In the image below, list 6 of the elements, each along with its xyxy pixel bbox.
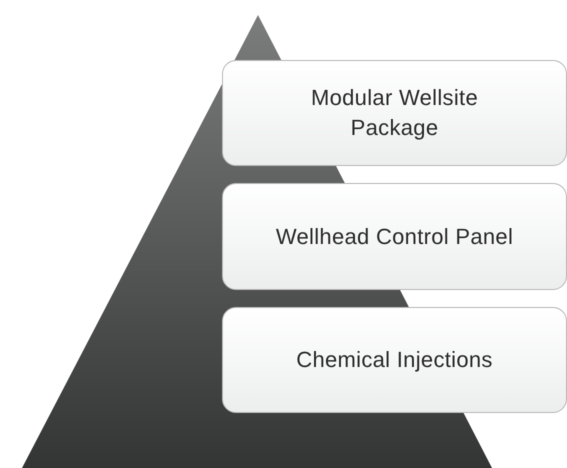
tier-box xyxy=(222,60,567,166)
tier-label: Chemical Injections xyxy=(296,346,493,374)
tier-box xyxy=(222,183,567,290)
tier-box xyxy=(222,307,567,413)
tier-label: Modular Wellsite Package xyxy=(310,84,479,142)
tier-label: Wellhead Control Panel xyxy=(276,222,514,251)
